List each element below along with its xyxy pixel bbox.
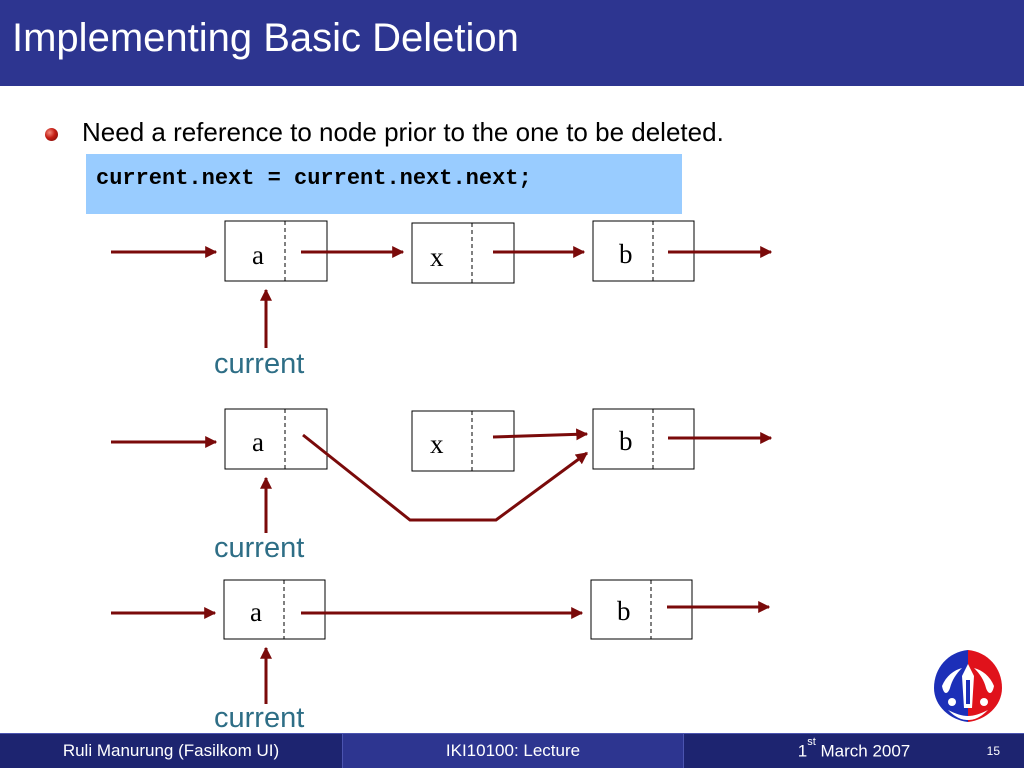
stage-1: a x b current: [111, 220, 773, 380]
node-x-label: x: [430, 429, 444, 459]
code-box: current.next = current.next.next;: [86, 154, 682, 214]
footer-date-rest: March 2007: [815, 741, 911, 761]
bullet-icon: [45, 128, 58, 141]
node-a-label: a: [252, 427, 264, 457]
linked-list-diagram: a x b current a x: [111, 220, 773, 733]
footer-date-text: 1st March 2007: [797, 736, 911, 762]
node-a-label: a: [252, 240, 264, 270]
slide-title: Implementing Basic Deletion: [12, 16, 519, 60]
footer-date: 1st March 2007 15: [684, 733, 1024, 768]
footer-author-text: Ruli Manurung (Fasilkom UI): [62, 741, 280, 760]
bullet-text: Need a reference to node prior to the on…: [82, 117, 724, 147]
node-b-3: b: [590, 579, 693, 640]
footer-author: Ruli Manurung (Fasilkom UI): [0, 733, 342, 768]
arrow-x-b-2: [492, 428, 589, 441]
node-x-2: x: [411, 410, 515, 472]
footer-date-num: 1: [797, 741, 808, 761]
node-b-label: b: [619, 426, 633, 456]
node-a-3: a: [223, 579, 326, 640]
code-line: current.next = current.next.next;: [96, 166, 532, 191]
current-label-2: current: [214, 532, 304, 564]
current-label-3: current: [214, 702, 304, 733]
arrow-a-bypass-b-2: [302, 433, 588, 522]
node-b-label: b: [619, 239, 633, 269]
node-x-label: x: [430, 242, 444, 272]
title-bar: Implementing Basic Deletion: [0, 0, 1024, 86]
current-label-1: current: [214, 348, 304, 380]
footer-course: IKI10100: Lecture: [342, 733, 684, 768]
stage-2: a x b current: [111, 408, 773, 564]
stage-3: a b current: [111, 579, 771, 733]
node-a-2: a: [224, 408, 328, 470]
footer-bar: Ruli Manurung (Fasilkom UI) IKI10100: Le…: [0, 733, 1024, 768]
university-logo-icon: [934, 650, 1002, 722]
footer-course-text: IKI10100: Lecture: [445, 741, 581, 760]
footer-date-sup: st: [807, 735, 816, 748]
page-number: 15: [986, 744, 1000, 758]
node-b-label: b: [617, 596, 631, 626]
node-a-label: a: [250, 597, 262, 627]
